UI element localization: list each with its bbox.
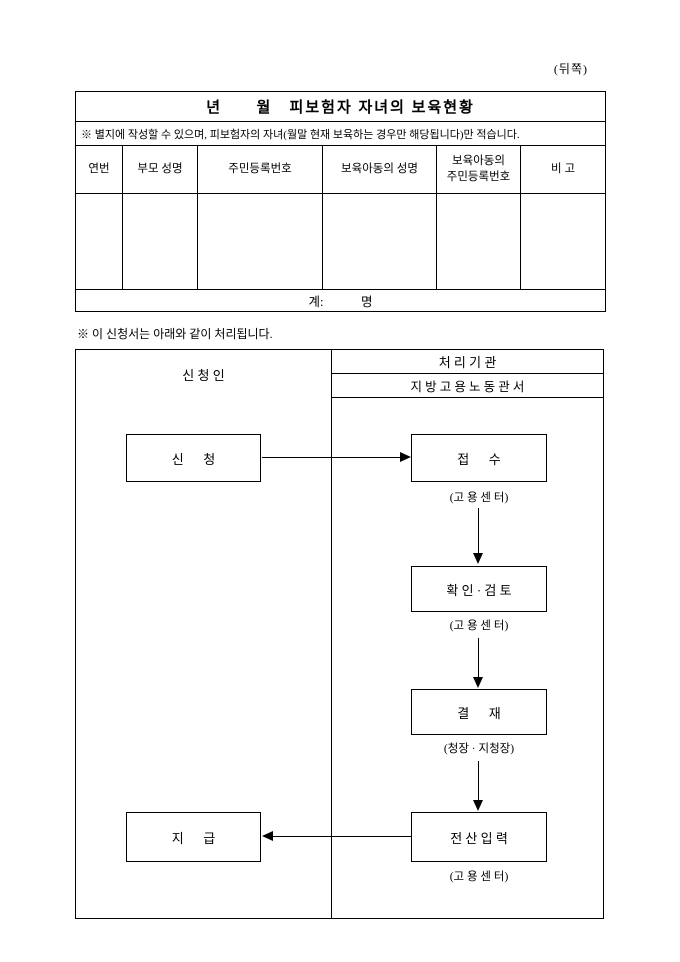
step-review-label: 확 인 · 검 토 [446, 582, 512, 598]
step-payment-label: 지 급 [171, 830, 216, 846]
agency-column-header: 처 리 기 관 [332, 350, 603, 374]
step-payment-box: 지 급 [126, 812, 261, 862]
step-receive-label: 접 수 [457, 451, 501, 467]
agency-column-subheader: 지 방 고 용 노 동 관 서 [332, 374, 603, 398]
step-approve-label: 결 재 [457, 705, 501, 721]
col-header-child-resident-no: 보육아동의 주민등록번호 [436, 145, 521, 194]
arrow-review-to-approve-line [478, 638, 479, 678]
arrow-approve-to-entry-line [478, 761, 479, 801]
arrow-review-to-approve-head [473, 677, 483, 688]
entry-cell-resident-no [197, 193, 323, 290]
applicant-column-header: 신 청 인 [182, 367, 225, 383]
col-header-parent-name: 부모 성명 [122, 145, 198, 194]
table-note: ※ 별지에 작성할 수 있으며, 피보험자의 자녀(월말 현재 보육하는 경우만… [74, 121, 607, 146]
process-flowchart: 신 청 인 처 리 기 관 지 방 고 용 노 동 관 서 신 청 접 수 (고… [75, 349, 604, 919]
col-header-serial-no: 연번 [75, 145, 123, 194]
step-receive-box: 접 수 [411, 434, 547, 482]
table-total-text: 계: 명 [74, 289, 607, 312]
step-data-entry-caption: (고 용 센 터) [449, 871, 509, 883]
arrow-receive-to-review-head [473, 553, 483, 564]
arrow-apply-to-receive-line [262, 457, 401, 458]
entry-cell-remarks [519, 193, 607, 290]
entry-cell-parent-name [122, 193, 198, 290]
table-title: 년 월 피보험자 자녀의 보육현황 [74, 91, 607, 122]
entry-cell-child-name [322, 193, 437, 290]
arrow-approve-to-entry-head [473, 800, 483, 811]
table-note-row: ※ 별지에 작성할 수 있으며, 피보험자의 자녀(월말 현재 보육하는 경우만… [74, 121, 607, 146]
col-header-child-name: 보육아동의 성명 [322, 145, 437, 194]
processing-note: ※ 이 신청서는 아래와 같이 처리됩니다. [77, 327, 273, 341]
step-receive-caption: (고 용 센 터) [449, 492, 509, 504]
table-entry-row [75, 193, 607, 290]
step-data-entry-box: 전 산 입 력 [411, 812, 547, 862]
step-approve-caption: (청장 · 지청장) [443, 743, 515, 755]
col-header-remarks: 비 고 [519, 145, 607, 194]
arrow-entry-to-payment-head [262, 831, 273, 841]
table-header-row: 연번 부모 성명 주민등록번호 보육아동의 성명 보육아동의 주민등록번호 비 … [75, 145, 607, 194]
childcare-status-table: 년 월 피보험자 자녀의 보육현황 ※ 별지에 작성할 수 있으며, 피보험자의… [74, 91, 607, 312]
arrow-receive-to-review-line [478, 508, 479, 554]
step-approve-box: 결 재 [411, 689, 547, 735]
col-header-resident-no: 주민등록번호 [197, 145, 323, 194]
step-review-box: 확 인 · 검 토 [411, 566, 547, 612]
table-total-row: 계: 명 [74, 289, 607, 312]
column-divider-line [331, 350, 332, 918]
step-review-caption: (고 용 센 터) [449, 620, 509, 632]
step-apply-label: 신 청 [171, 451, 216, 467]
step-data-entry-label: 전 산 입 력 [450, 830, 508, 846]
table-title-row: 년 월 피보험자 자녀의 보육현황 [74, 91, 607, 122]
entry-cell-serial-no [75, 193, 123, 290]
arrow-apply-to-receive-head [400, 452, 411, 462]
step-apply-box: 신 청 [126, 434, 261, 482]
entry-cell-child-resident-no [436, 193, 521, 290]
page-side-label: (뒤쪽) [553, 62, 588, 76]
arrow-entry-to-payment-line [272, 836, 411, 837]
